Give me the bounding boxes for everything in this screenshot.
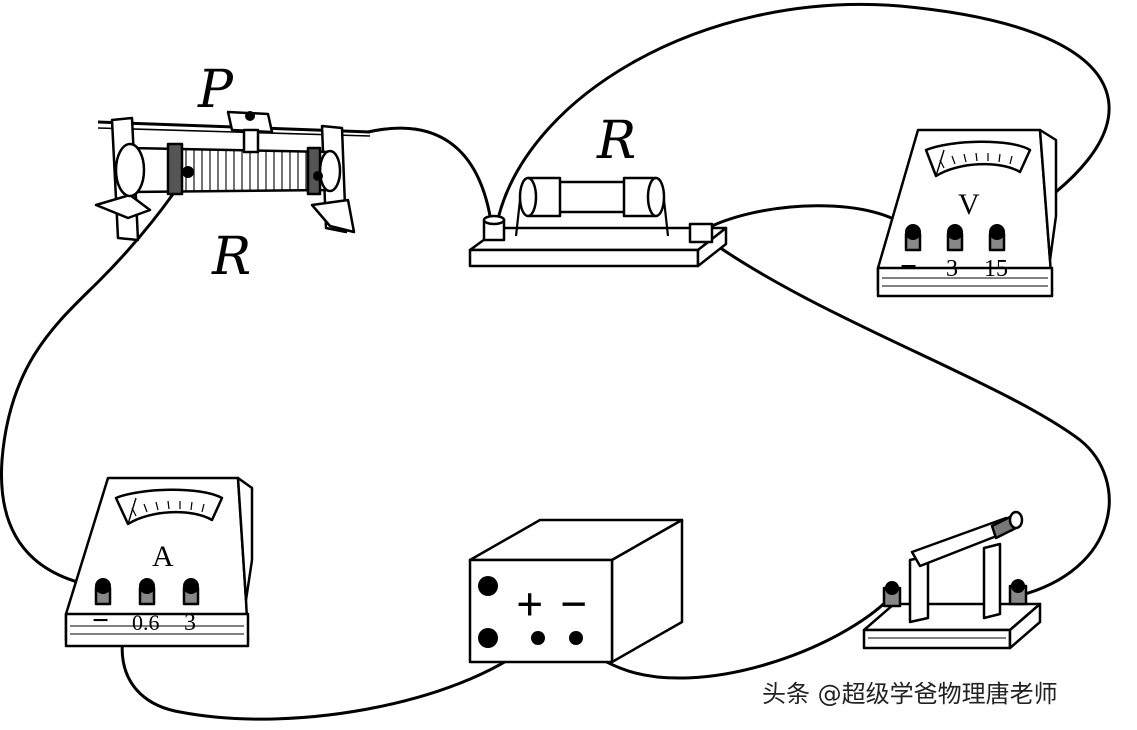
ammeter: A − 0.6 3 [64, 476, 254, 648]
wire-resistor-to-voltmeter-minus [698, 204, 914, 234]
battery-plus-label: + [516, 578, 543, 631]
wire-ammeter-minus-to-rheostat [0, 170, 190, 590]
voltmeter-terminal-minus: − [900, 250, 917, 283]
ammeter-terminal-3: 3 [184, 610, 196, 636]
rheostat-slider-label: P [197, 60, 234, 120]
battery: + − [468, 518, 684, 664]
ammeter-terminal-06: 0.6 [132, 610, 160, 635]
battery-minus-label: − [560, 578, 587, 631]
wires [0, 3, 1111, 721]
knife-switch [862, 510, 1042, 650]
ammeter-symbol: A [152, 540, 174, 573]
voltmeter-terminal-15: 15 [984, 256, 1008, 282]
rheostat-label: R [211, 227, 251, 287]
resistor: R [468, 111, 728, 268]
voltmeter-terminal-3: 3 [946, 256, 958, 282]
rheostat-slider [226, 110, 274, 154]
watermark: 头条 @超级学爸物理唐老师 [762, 680, 1058, 708]
voltmeter-terminals [904, 224, 1006, 252]
rheostat: P R [94, 60, 371, 287]
ammeter-terminal-minus: − [92, 604, 109, 637]
wire-rheostat-to-resistor [366, 126, 494, 230]
wire-voltmeter-15-loop-to-resistor [494, 3, 1111, 234]
ammeter-terminals [94, 578, 200, 606]
wire-resistor-to-switch [704, 236, 1111, 598]
voltmeter-symbol: V [958, 188, 980, 221]
voltmeter: V − 3 15 [876, 128, 1058, 298]
resistor-label: R [596, 111, 636, 171]
